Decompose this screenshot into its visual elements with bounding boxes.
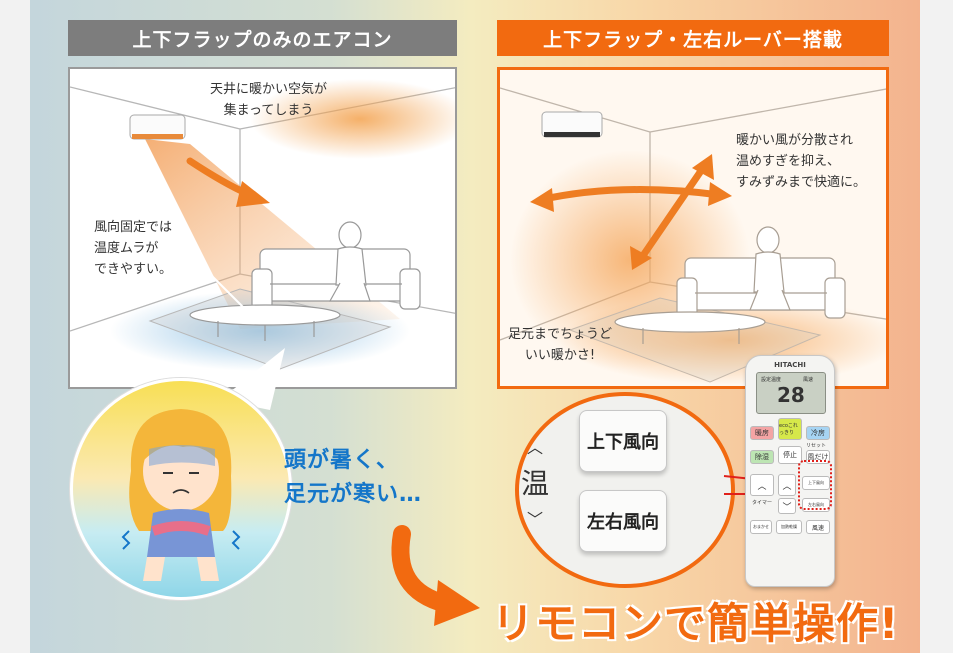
leftright-wind-key-zoom[interactable]: 左右風向 <box>579 490 667 552</box>
display-temperature: 28 <box>777 383 805 407</box>
remote-control: HITACHI 設定温度 風速 28 暖房 ecoこれっきり 冷房 リセット 除… <box>745 355 835 587</box>
cta-headline: リモコンで簡単操作! <box>492 599 900 648</box>
dehumidify-key[interactable]: 除湿 <box>750 450 774 464</box>
curved-arrow <box>391 525 480 626</box>
spread-wind-note-line-2: 温めすぎを抑え、 <box>736 154 841 169</box>
spread-wind-note: 暖かい風が分散され 温めすぎを抑え、 すみずみまで快適に。 <box>736 130 866 193</box>
display-label-fan: 風速 <box>803 377 814 383</box>
ceiling-heat-note: 天井に暖かい空気が 集まってしまう <box>210 79 327 121</box>
chevron-up-icon: ︿ <box>527 438 544 457</box>
fixed-wind-note-line-1: 風向固定では <box>94 220 173 235</box>
updown-wind-key[interactable]: 上下風向 <box>802 476 830 490</box>
cooling-key[interactable]: 冷房 <box>806 426 830 440</box>
spread-wind-note-line-1: 暖かい風が分散され <box>736 133 854 148</box>
omakase-key[interactable]: おまかせ <box>750 520 772 534</box>
fixed-wind-note: 風向固定では 温度ムラが できやすい。 <box>94 217 172 280</box>
remote-display: 設定温度 風速 28 <box>756 372 826 414</box>
timer-label: タイマー <box>752 500 773 506</box>
fan-speed-key[interactable]: 風速 <box>806 520 830 534</box>
feet-warm-note-line-2: いい暖かさ! <box>524 348 596 363</box>
chevron-up-small-icon[interactable]: ︿ <box>778 474 796 496</box>
zoom-side-label: 温 <box>521 467 550 500</box>
temp-up-key[interactable]: ︿ <box>750 474 774 496</box>
uncomfortable-woman-illustration <box>70 378 292 600</box>
chevron-down-icon: ﹀ <box>527 510 544 529</box>
updown-wind-key-zoom[interactable]: 上下風向 <box>579 410 667 472</box>
reset-label: リセット <box>806 443 827 449</box>
left-panel-header: 上下フラップのみのエアコン <box>68 20 457 56</box>
display-label-temp: 設定温度 <box>761 377 782 383</box>
spread-wind-note-line-3: すみずみまで快適に。 <box>736 175 867 190</box>
ceiling-heat-note-line-2: 集まってしまう <box>223 103 314 118</box>
speech-line-1: 頭が暑く、 <box>284 448 400 473</box>
eco-key[interactable]: ecoこれっきり <box>778 418 802 440</box>
highlight-box <box>798 460 832 510</box>
woman-drawing <box>121 409 241 581</box>
left-room-illustration: 天井に暖かい空気が 集まってしまう 風向固定では 温度ムラが できやすい。 <box>68 67 457 389</box>
speech-bubble-text: 頭が暑く、 足元が寒い… <box>284 444 422 512</box>
heating-key[interactable]: 暖房 <box>750 426 774 440</box>
left-room-drawing <box>70 79 455 371</box>
heat-dry-key[interactable]: 加熱乾燥 <box>776 520 802 534</box>
remote-zoom-view: 温 ︿ ﹀ 上下風向 左右風向 <box>515 392 735 588</box>
fixed-wind-note-line-3: できやすい。 <box>94 262 173 277</box>
right-panel-header: 上下フラップ・左右ルーバー搭載 <box>497 20 889 56</box>
stop-key[interactable]: 停止 <box>778 446 802 464</box>
remote-brand: HITACHI <box>774 361 806 369</box>
feet-warm-note: 足元までちょうど いい暖かさ! <box>508 324 612 366</box>
fixed-wind-note-line-2: 温度ムラが <box>94 241 159 256</box>
speech-line-2: 足元が寒い… <box>284 482 423 507</box>
ceiling-heat-note-line-1: 天井に暖かい空気が <box>210 82 328 97</box>
right-room-illustration: 暖かい風が分散され 温めすぎを抑え、 すみずみまで快適に。 足元までちょうど い… <box>497 67 889 389</box>
chevron-down-small-icon[interactable]: ﹀ <box>778 498 796 514</box>
right-room-drawing <box>500 70 886 386</box>
feet-warm-note-line-1: 足元までちょうど <box>508 327 613 342</box>
